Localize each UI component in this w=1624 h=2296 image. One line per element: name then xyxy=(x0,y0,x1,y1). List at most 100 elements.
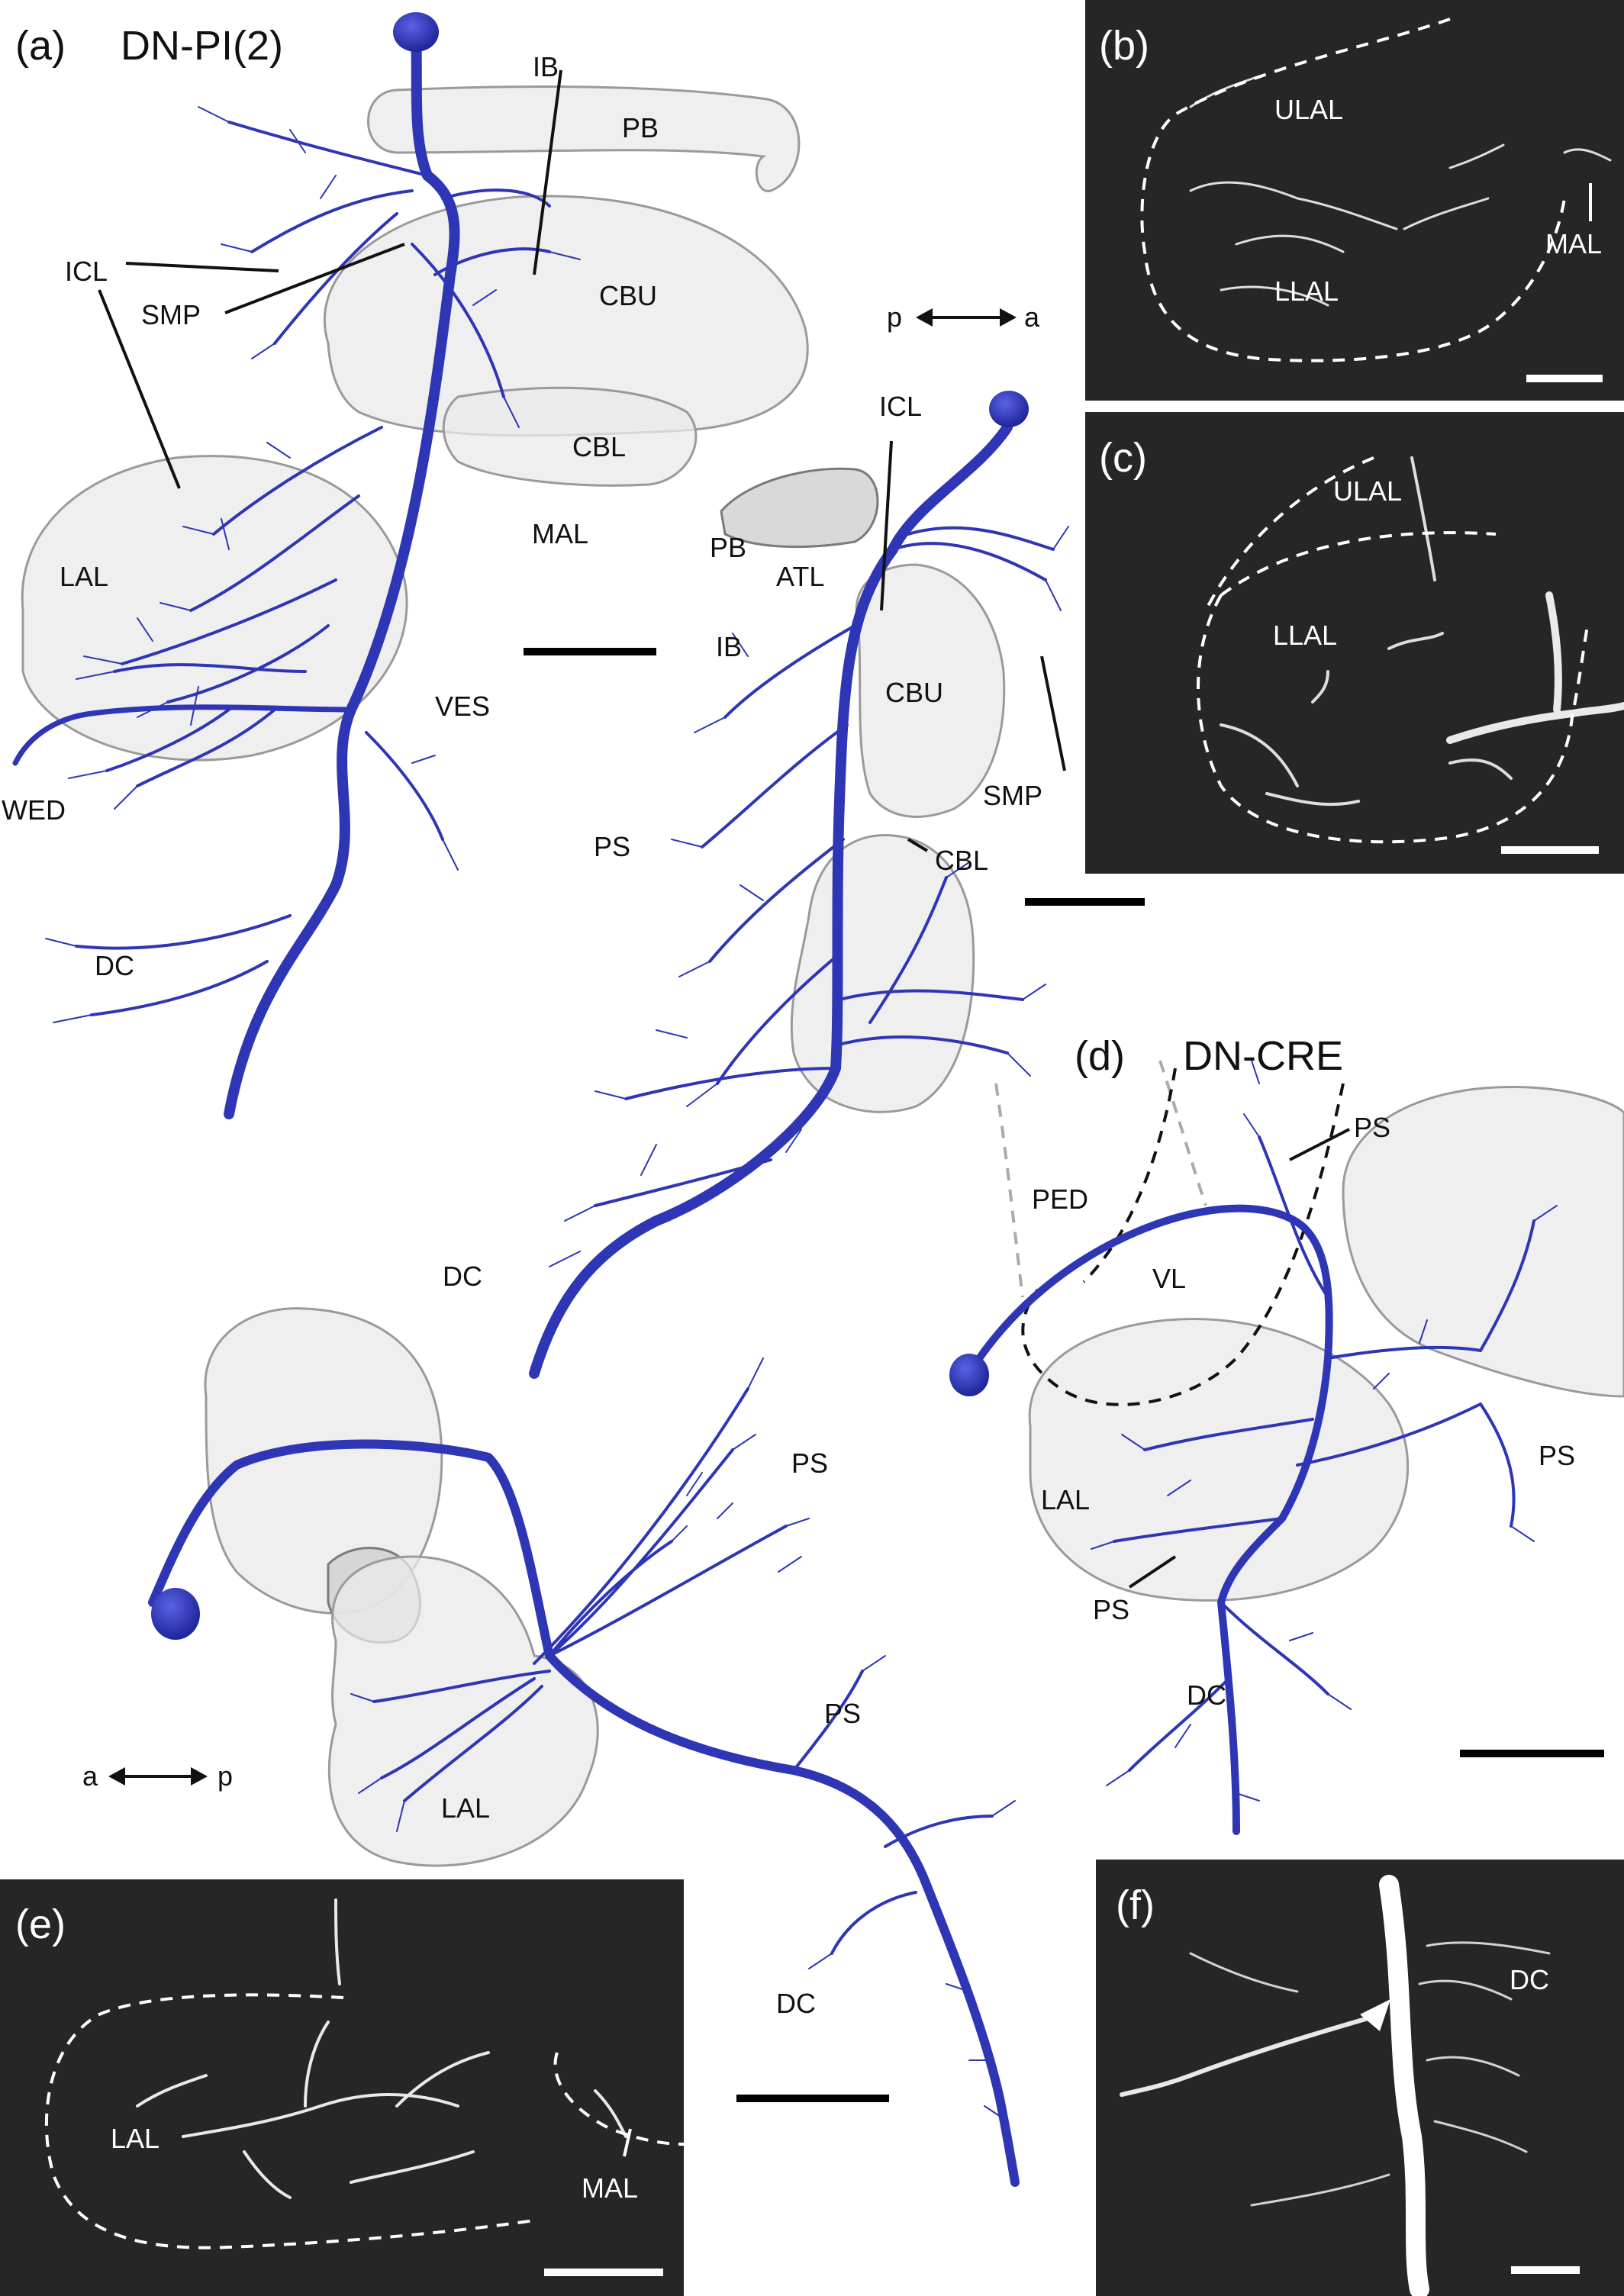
ulal-outline-c xyxy=(1204,456,1374,611)
panel-c-letter: (c) xyxy=(1099,435,1147,481)
panel-e-bg xyxy=(0,1879,684,2296)
label-mal: MAL xyxy=(532,518,588,549)
label-cbu: CBU xyxy=(599,280,657,311)
ped-outline-gray xyxy=(994,1060,1207,1298)
label-wed: WED xyxy=(2,794,66,826)
label-lal-ventral: LAL xyxy=(441,1792,490,1824)
panel-d-title: DN-CRE xyxy=(1183,1033,1343,1079)
pb-side xyxy=(720,467,879,549)
label-ib-side: IB xyxy=(716,631,742,662)
label-lal-e: LAL xyxy=(111,2123,160,2154)
dn-cre-neuron xyxy=(965,1060,1558,1835)
panel-e: (e) LAL MAL xyxy=(0,1879,685,2296)
leader-cbl-side xyxy=(907,838,929,852)
panel-e-letter: (e) xyxy=(15,1902,66,1947)
lal-neuropil-d xyxy=(1028,1317,1410,1602)
leader-icl-a xyxy=(125,262,279,272)
label-dc: DC xyxy=(95,950,134,981)
leader-icl-side xyxy=(880,440,893,611)
label-atl-side: ATL xyxy=(776,561,824,592)
dorsal-neuropil-ventral xyxy=(204,1307,443,1615)
label-mal-b: MAL xyxy=(1545,228,1602,259)
branch-f xyxy=(1120,2012,1384,2097)
panel-c-bg xyxy=(1085,412,1624,874)
arrowhead-f xyxy=(1360,1999,1390,2031)
axis-arrow-right xyxy=(1000,308,1017,327)
ventral-neuron xyxy=(148,1357,1020,2187)
label-lal-d: LAL xyxy=(1041,1484,1090,1515)
panel-a: (a) DN-PI(2) PB IB ICL SMP CBU CBL MAL L… xyxy=(2,12,809,1119)
neurites-f xyxy=(1189,1941,1551,2207)
lal-ventral xyxy=(327,1555,599,1867)
panel-b-letter: (b) xyxy=(1099,23,1149,69)
leader-ps-top-d xyxy=(1289,1128,1350,1161)
label-llal-b: LLAL xyxy=(1274,275,1339,307)
vl-outline xyxy=(1021,1083,1345,1406)
axis-a: a xyxy=(1024,301,1040,333)
label-ps-ventral-2: PS xyxy=(824,1698,861,1729)
cbl-neuropil xyxy=(442,386,698,487)
label-mal-e: MAL xyxy=(582,2172,638,2204)
leader-ib xyxy=(533,69,562,275)
panel-a-ventral: a p PS PS LAL DC xyxy=(82,1307,1020,2187)
lal-outline-e xyxy=(44,1993,535,2249)
label-llal-c: LLAL xyxy=(1273,620,1337,651)
axis-p: p xyxy=(887,301,902,333)
label-ulal-b: ULAL xyxy=(1274,94,1343,125)
axis-ventral-right xyxy=(191,1767,208,1786)
label-ps-side: PS xyxy=(594,831,630,862)
soma-ventral xyxy=(151,1588,200,1640)
label-pb-side: PB xyxy=(710,532,746,563)
label-cbl: CBL xyxy=(572,431,626,462)
pb-neuropil xyxy=(367,85,801,192)
leader-smp-side xyxy=(1040,655,1066,771)
axis-p-ventral: p xyxy=(218,1760,233,1792)
cbu-neuropil xyxy=(323,195,809,437)
panel-b: (b) ULAL LLAL MAL xyxy=(1085,0,1624,401)
label-smp: SMP xyxy=(141,299,201,330)
label-vl: VL xyxy=(1152,1263,1186,1294)
label-pb: PB xyxy=(622,112,659,143)
tract-c xyxy=(1446,591,1624,744)
panel-f-letter: (f) xyxy=(1116,1882,1155,1928)
panel-a-side: p a ICL PB ATL IB CBU SMP PS CBL DC xyxy=(443,301,1145,1379)
ped-outline xyxy=(1082,1067,1177,1283)
panel-d-letter: (d) xyxy=(1075,1033,1125,1079)
label-cbl-side: CBL xyxy=(935,845,988,876)
panel-a-letter: (a) xyxy=(15,23,66,69)
label-smp-side: SMP xyxy=(983,780,1042,811)
soma-a-side xyxy=(989,391,1029,427)
panel-a-title: DN-PI(2) xyxy=(121,23,283,69)
label-dc-d: DC xyxy=(1187,1679,1226,1711)
panel-b-bg xyxy=(1085,0,1624,401)
label-ps-top-d: PS xyxy=(1354,1112,1390,1143)
leader-ps-low-d xyxy=(1128,1555,1177,1589)
leader-icl-b xyxy=(98,289,181,489)
label-dc-side: DC xyxy=(443,1261,482,1292)
label-ulal-c: ULAL xyxy=(1333,475,1402,507)
axis-arrow-left xyxy=(916,308,933,327)
label-dc-ventral: DC xyxy=(776,1988,816,2019)
label-icl-side: ICL xyxy=(879,391,922,422)
label-ped: PED xyxy=(1032,1183,1088,1215)
neurites-b xyxy=(1189,75,1612,307)
axis-ventral-left xyxy=(108,1767,125,1786)
label-ps-low-d: PS xyxy=(1093,1594,1129,1625)
axis-a-ventral: a xyxy=(82,1760,98,1792)
dn-pi2-side-neuron xyxy=(529,422,1069,1379)
label-ps-ventral-1: PS xyxy=(791,1447,828,1479)
panel-f: (f) DC xyxy=(1096,1860,1624,2296)
soma-d xyxy=(949,1354,989,1396)
neurites-e xyxy=(136,1898,627,2199)
label-dc-f: DC xyxy=(1510,1964,1549,1995)
label-cbu-side: CBU xyxy=(885,677,943,708)
panel-f-bg xyxy=(1096,1860,1624,2296)
leader-mal-e xyxy=(623,2128,632,2157)
dn-pi2-neuron xyxy=(12,31,581,1119)
soma-a xyxy=(393,12,439,52)
panel-c: (c) ULAL LLAL xyxy=(1085,412,1624,874)
label-ves: VES xyxy=(435,691,490,722)
main-tract-f xyxy=(1379,1875,1429,2296)
label-ps-right-d: PS xyxy=(1539,1440,1575,1471)
